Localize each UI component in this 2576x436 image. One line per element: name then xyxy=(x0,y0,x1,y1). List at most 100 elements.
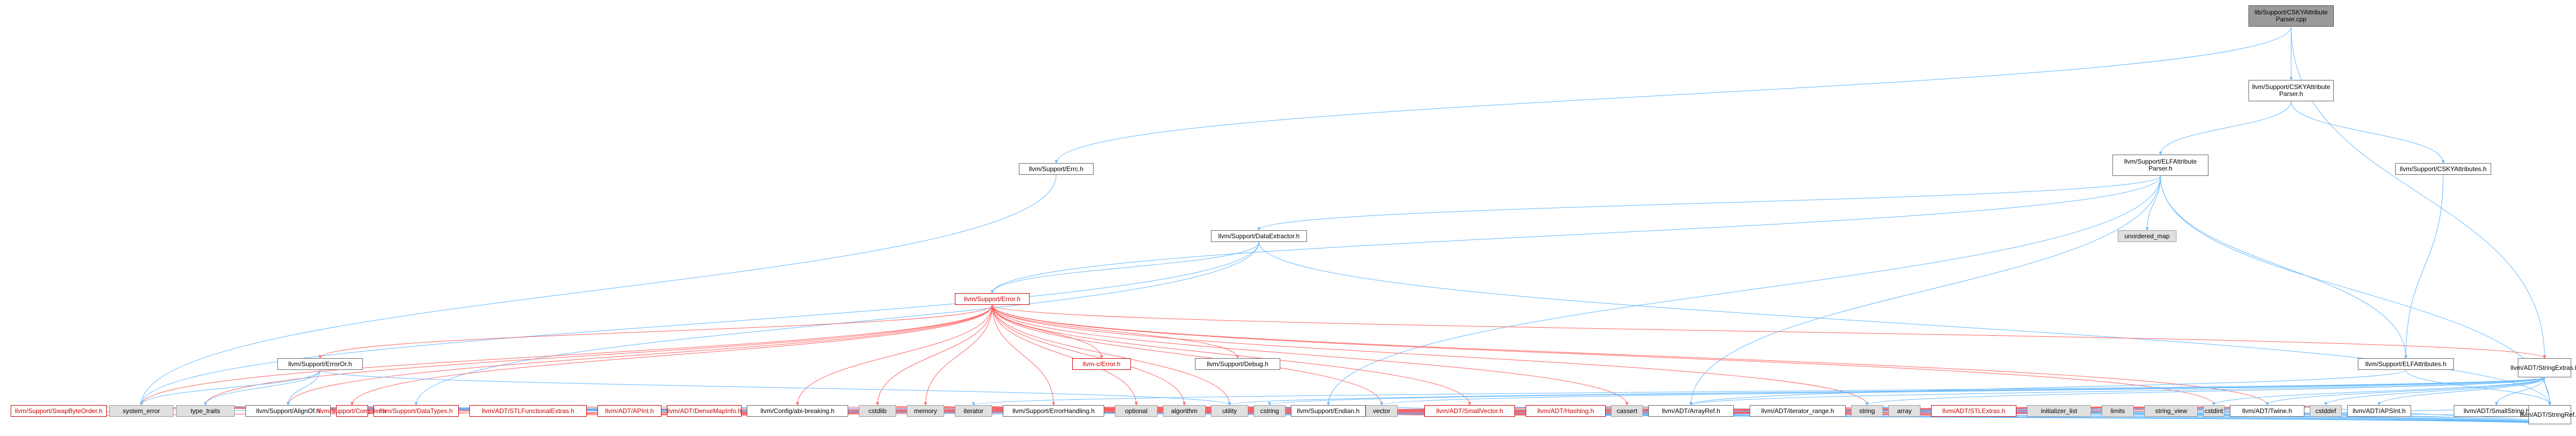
node-datatypes[interactable]: llvm/Support/DataTypes.h xyxy=(373,405,459,417)
node-string_view[interactable]: string_view xyxy=(2144,405,2198,417)
node-cskyattrs[interactable]: llvm/Support/CSKYAttributes.h xyxy=(2395,163,2491,175)
edge-cskyparser-to-elfparser xyxy=(2159,101,2292,155)
node-arrayref[interactable]: llvm/ADT/ArrayRef.h xyxy=(1648,405,1734,417)
edge-error-to-configabi xyxy=(796,304,993,406)
edge-elfparser-to-stringref xyxy=(2160,175,2551,406)
edge-errorh-to-type_traits xyxy=(204,369,321,406)
node-algorithm[interactable]: algorithm xyxy=(1163,405,1206,417)
node-memory[interactable]: memory xyxy=(907,405,944,417)
node-string[interactable]: string xyxy=(1851,405,1883,417)
node-system_error[interactable]: system_error xyxy=(109,405,173,417)
edge-root-to-errc xyxy=(1055,26,2292,164)
node-iterator[interactable]: iterator xyxy=(955,405,992,417)
node-apsint[interactable]: llvm/ADT/APSInt.h xyxy=(2347,405,2411,417)
node-configabi[interactable]: llvm/Config/abi-breaking.h xyxy=(747,405,848,417)
edge-elfparser-to-endian xyxy=(1327,175,2161,406)
edge-error-to-aligned xyxy=(286,304,993,406)
node-stlfunc[interactable]: llvm/ADT/STLFunctionalExtras.h xyxy=(469,405,587,417)
edge-elfparser-to-arrayref xyxy=(1689,175,2161,406)
node-limits[interactable]: limits xyxy=(2102,405,2134,417)
edge-stringextras-to-twine xyxy=(2266,377,2545,406)
edge-error-to-cassert xyxy=(992,304,1629,406)
edge-elfparser-to-dataextractor xyxy=(1257,175,2161,231)
edge-error-to-system_error xyxy=(140,304,993,406)
edge-stringextras-to-apsint xyxy=(2378,377,2545,406)
node-iterrange[interactable]: llvm/ADT/iterator_range.h xyxy=(1750,405,1846,417)
edge-stringextras-to-stringref xyxy=(2544,377,2551,406)
edge-error-to-memory xyxy=(924,304,993,406)
node-error[interactable]: llvm/Support/Error.h xyxy=(955,293,1030,305)
node-stringref[interactable]: llvm/ADT/StringRef.h xyxy=(2520,405,2576,424)
edge-stringextras-to-cstdint xyxy=(2212,377,2545,406)
node-elfparser[interactable]: llvm/Support/ELFAttribute Parser.h xyxy=(2112,155,2208,176)
edge-error-to-algorithm xyxy=(992,304,1186,406)
edge-error-to-cstdint xyxy=(992,304,2215,406)
node-cstddef[interactable]: cstddef xyxy=(2310,405,2342,417)
edge-stringextras-to-string xyxy=(1865,377,2545,406)
node-endian[interactable]: llvm/Support/Endian.h xyxy=(1291,405,1366,417)
edge-dataextractor-to-system_error xyxy=(140,241,1259,406)
node-cskyparser[interactable]: llvm/Support/CSKYAttribute Parser.h xyxy=(2248,80,2334,101)
edge-elfparser-to-unordered_map xyxy=(2146,175,2161,231)
edge-stringextras-to-utility xyxy=(1228,377,2545,406)
edge-error-to-debug xyxy=(992,304,1239,359)
node-utility[interactable]: utility xyxy=(1211,405,1248,417)
node-densemapinfo[interactable]: llvm/ADT/DenseMapInfo.h xyxy=(667,405,741,417)
node-errorhandling[interactable]: llvm/Support/ErrorHandling.h xyxy=(1003,405,1104,417)
edge-errc-to-system_error xyxy=(140,174,1057,406)
edge-error-to-smallvector xyxy=(992,304,1471,406)
node-initializer_list[interactable]: initializer_list xyxy=(2027,405,2091,417)
edge-error-to-compiler xyxy=(350,304,993,406)
edge-error-to-errorhandling xyxy=(992,304,1055,406)
edge-dataextractor-to-stringref xyxy=(1258,241,2551,406)
node-cstring[interactable]: cstring xyxy=(1254,405,1286,417)
edge-elfparser-to-elfattrs xyxy=(2160,175,2407,359)
node-cstdint[interactable]: cstdint xyxy=(2203,405,2224,417)
node-hashing[interactable]: llvm/ADT/Hashing.h xyxy=(1526,405,1606,417)
node-vector[interactable]: vector xyxy=(1366,405,1398,417)
node-cerror[interactable]: llvm-c/Error.h xyxy=(1072,358,1131,370)
edge-error-to-optional xyxy=(992,304,1138,406)
edge-error-to-vector xyxy=(992,304,1383,406)
edge-error-to-string xyxy=(992,304,1869,406)
node-apint[interactable]: llvm/ADT/APInt.h xyxy=(597,405,661,417)
node-compiler[interactable]: llvm/Support/Compiler.h xyxy=(318,405,386,417)
edge-stringextras-to-smallstring xyxy=(2495,377,2545,406)
edge-cskyparser-to-cskyattrs xyxy=(2291,101,2445,164)
edge-error-to-type_traits xyxy=(204,304,993,406)
node-dataextractor[interactable]: llvm/Support/DataExtractor.h xyxy=(1211,230,1307,242)
edge-cskyattrs-to-elfattrs xyxy=(2404,174,2444,359)
edge-elfparser-to-error xyxy=(991,175,2161,294)
edge-stringextras-to-iterator xyxy=(972,377,2545,406)
node-errc[interactable]: llvm/Support/Errc.h xyxy=(1019,163,1094,175)
node-type_traits[interactable]: type_traits xyxy=(176,405,235,417)
edge-error-to-errorh xyxy=(318,304,993,359)
edge-stringextras-to-arrayref xyxy=(1689,377,2545,406)
edge-errorh-to-utility xyxy=(320,369,1231,406)
edge-error-to-stringextras xyxy=(992,304,2546,359)
node-cstdlib[interactable]: cstdlib xyxy=(859,405,896,417)
edge-error-to-utility xyxy=(992,304,1231,406)
node-smallvector[interactable]: llvm/ADT/SmallVector.h xyxy=(1424,405,1515,417)
node-swapbyteorder[interactable]: llvm/Support/SwapByteOrder.h xyxy=(11,405,107,417)
node-array[interactable]: array xyxy=(1888,405,1920,417)
edge-error-to-twine xyxy=(992,304,2269,406)
node-errorh[interactable]: llvm/Support/ErrorOr.h xyxy=(277,358,363,370)
node-stringextras[interactable]: llvm/ADT/StringExtras.h xyxy=(2510,358,2576,377)
edge-errorh-to-aligned xyxy=(286,369,321,406)
edge-stringextras-to-cstddef xyxy=(2324,377,2545,406)
edge-errorh-to-system_error xyxy=(140,369,321,406)
node-unordered_map[interactable]: unordered_map xyxy=(2118,230,2176,242)
node-debug[interactable]: llvm/Support/Debug.h xyxy=(1195,358,1280,370)
edge-error-to-cstdlib xyxy=(876,304,993,406)
edge-elfattrs-to-arrayref xyxy=(1689,369,2406,406)
node-twine[interactable]: llvm/ADT/Twine.h xyxy=(2230,405,2304,417)
node-aligned[interactable]: llvm/Support/AlignOf.h xyxy=(245,405,331,417)
node-stlextras[interactable]: llvm/ADT/STLExtras.h xyxy=(1931,405,2016,417)
edge-error-to-cerror xyxy=(992,304,1103,359)
edge-root-to-stringextras xyxy=(2291,26,2546,359)
node-root[interactable]: lib/Support/CSKYAttribute Parser.cpp xyxy=(2248,5,2334,27)
node-optional[interactable]: optional xyxy=(1115,405,1158,417)
node-cassert[interactable]: cassert xyxy=(1611,405,1643,417)
node-elfattrs[interactable]: llvm/Support/ELFAttributes.h xyxy=(2358,358,2454,370)
